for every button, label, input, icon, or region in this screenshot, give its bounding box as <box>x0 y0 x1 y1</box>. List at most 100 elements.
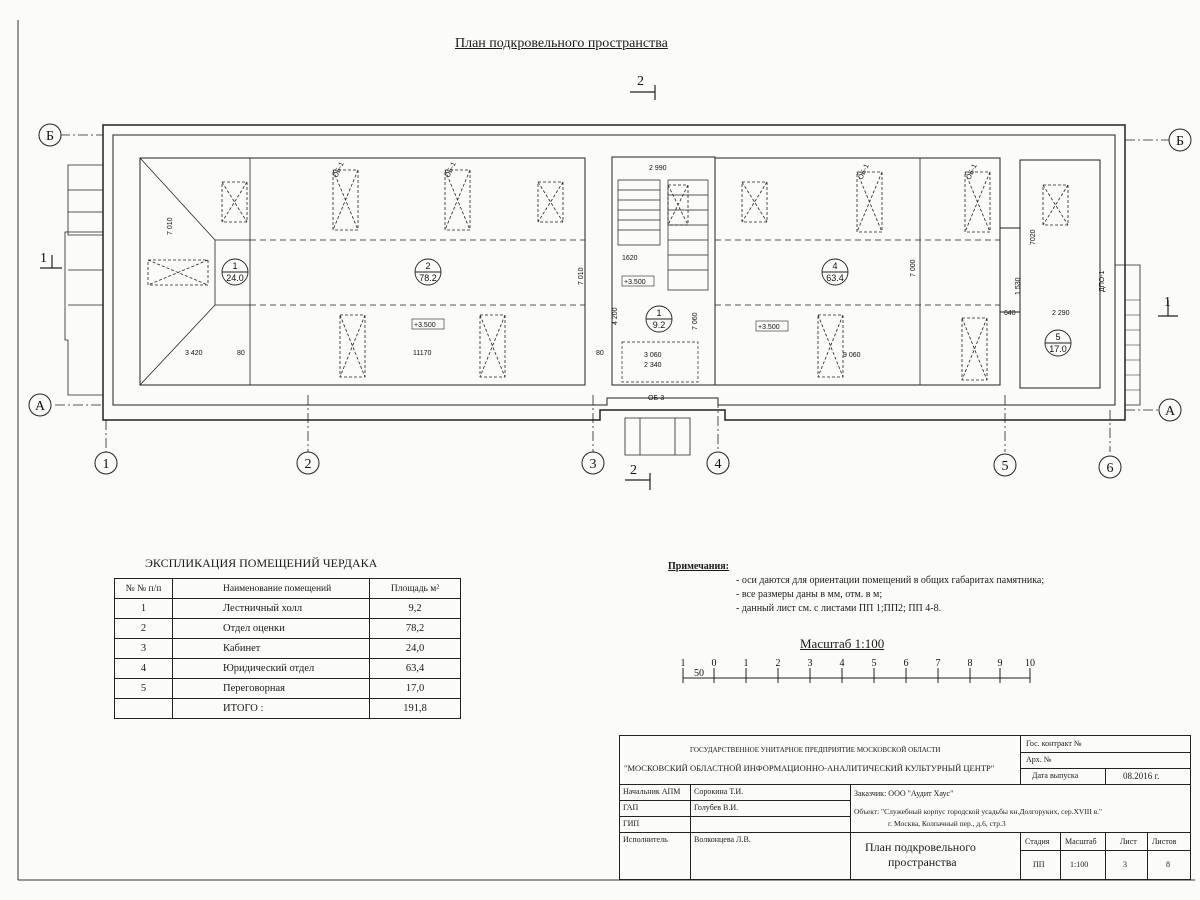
svg-text:4 200: 4 200 <box>612 307 619 325</box>
svg-text:1 530: 1 530 <box>1015 277 1022 295</box>
val-sheets: 8 <box>1166 860 1170 869</box>
svg-text:0: 0 <box>712 658 717 669</box>
col-scale: Масштаб <box>1065 837 1097 846</box>
svg-text:2 290: 2 290 <box>1052 310 1070 317</box>
svg-text:+3.500: +3.500 <box>414 322 436 329</box>
object-line-1: Объект: "Служебный корпус городской усад… <box>854 807 1103 816</box>
svg-text:7 010: 7 010 <box>578 267 585 285</box>
svg-text:А: А <box>1165 404 1176 419</box>
header-area: Площадь м² <box>369 578 461 599</box>
svg-text:7 010: 7 010 <box>167 217 174 235</box>
person-name: Голубев В.И. <box>694 803 739 812</box>
role-label: ГИП <box>623 819 640 828</box>
val-sheet: 3 <box>1123 860 1127 869</box>
axis-a-right <box>1158 398 1182 422</box>
room-3-num: 1 <box>232 261 237 271</box>
table-header: № № п/п Наименование помещений Площадь м… <box>114 578 461 599</box>
room-3-area: 24.0 <box>226 273 244 283</box>
table-total-row: ИТОГО :191,8 <box>114 698 461 719</box>
svg-text:6: 6 <box>1107 461 1114 476</box>
page-title: План подкровельного пространства <box>455 36 668 51</box>
header-name: Наименование помещений <box>172 578 370 599</box>
scale-label: Масштаб 1:100 <box>800 636 885 651</box>
svg-text:50: 50 <box>694 668 704 679</box>
svg-text:5: 5 <box>872 658 877 669</box>
svg-text:7020: 7020 <box>1030 229 1037 245</box>
svg-text:2: 2 <box>637 74 644 89</box>
svg-text:1: 1 <box>1164 295 1171 310</box>
svg-text:7: 7 <box>936 658 941 669</box>
svg-text:1: 1 <box>40 251 47 266</box>
room-5-area: 17.0 <box>1049 344 1067 354</box>
svg-text:+3.500: +3.500 <box>758 324 780 331</box>
svg-text:1620: 1620 <box>622 255 638 262</box>
axis-4 <box>706 451 730 475</box>
svg-text:10: 10 <box>1025 658 1035 669</box>
svg-text:Б: Б <box>1176 134 1184 149</box>
svg-text:2 990: 2 990 <box>649 165 667 172</box>
room-4-num: 4 <box>832 261 837 271</box>
svg-text:4: 4 <box>715 457 722 472</box>
svg-text:3 060: 3 060 <box>644 352 662 359</box>
col-sheet: Лист <box>1120 837 1137 846</box>
col-sheets: Листов <box>1152 837 1177 846</box>
note-item: - все размеры даны в мм, отм. в м; <box>736 589 883 600</box>
axis-b-right <box>1168 128 1192 152</box>
axis-b-left <box>38 123 62 147</box>
svg-text:2: 2 <box>630 463 637 478</box>
val-stage: ПП <box>1033 860 1045 869</box>
axis-6 <box>1098 455 1122 479</box>
axis-3 <box>581 451 605 475</box>
col-stage: Стадия <box>1025 837 1050 846</box>
svg-text:1: 1 <box>103 457 110 472</box>
svg-text:7 000: 7 000 <box>910 259 917 277</box>
axis-2 <box>296 451 320 475</box>
room-2-num: 2 <box>425 261 430 271</box>
sheet-title-1: План подкровельного <box>865 840 976 854</box>
axis-5 <box>993 453 1017 477</box>
val-scale: 1:100 <box>1070 860 1089 869</box>
org-name-1: ГОСУДАРСТВЕННОЕ УНИТАРНОЕ ПРЕДПРИЯТИЕ МО… <box>690 746 941 754</box>
svg-text:Б: Б <box>46 129 54 144</box>
explication-table: № № п/п Наименование помещений Площадь м… <box>114 578 461 719</box>
svg-text:ОБ-3: ОБ-3 <box>648 395 664 402</box>
header-num: № № п/п <box>114 578 173 599</box>
svg-text:3: 3 <box>590 457 597 472</box>
svg-text:+3.500: +3.500 <box>624 279 646 286</box>
svg-text:80: 80 <box>596 350 604 357</box>
room-labels <box>221 258 1072 357</box>
date-label: Дата выпуска <box>1032 771 1079 780</box>
notes-heading: Примечания: <box>668 561 730 572</box>
building-outline <box>64 124 1141 456</box>
svg-text:А: А <box>35 399 46 414</box>
person-name: Волконцева Л.В. <box>694 835 751 844</box>
svg-text:80: 80 <box>237 350 245 357</box>
scale-ticks: 1 0 1 2 3 4 5 6 7 8 9 10 50 <box>681 658 1036 679</box>
role-label: ГАП <box>623 803 639 812</box>
room-2-area: 78.2 <box>419 273 437 283</box>
svg-text:2: 2 <box>776 658 781 669</box>
title-block: ГОСУДАРСТВЕННОЕ УНИТАРНОЕ ПРЕДПРИЯТИЕ МО… <box>619 735 1191 880</box>
note-item: - оси даются для ориентации помещений в … <box>736 575 1045 586</box>
org-name-2: "МОСКОВСКИЙ ОБЛАСТНОЙ ИНФОРМАЦИОННО-АНАЛ… <box>624 763 995 773</box>
svg-text:3: 3 <box>808 658 813 669</box>
svg-text:2 340: 2 340 <box>644 362 662 369</box>
axis-bubbles <box>28 123 1192 479</box>
svg-text:9 060: 9 060 <box>843 352 861 359</box>
axis-a-left <box>28 393 52 417</box>
room-5-num: 5 <box>1055 332 1060 342</box>
svg-text:1: 1 <box>744 658 749 669</box>
svg-text:5: 5 <box>1002 459 1009 474</box>
svg-text:1: 1 <box>681 658 686 669</box>
room-1-num: 1 <box>656 308 661 318</box>
svg-text:4: 4 <box>840 658 845 669</box>
svg-text:8: 8 <box>968 658 973 669</box>
svg-text:7 060: 7 060 <box>692 312 699 330</box>
svg-text:ДПО-1: ДПО-1 <box>1099 270 1106 292</box>
